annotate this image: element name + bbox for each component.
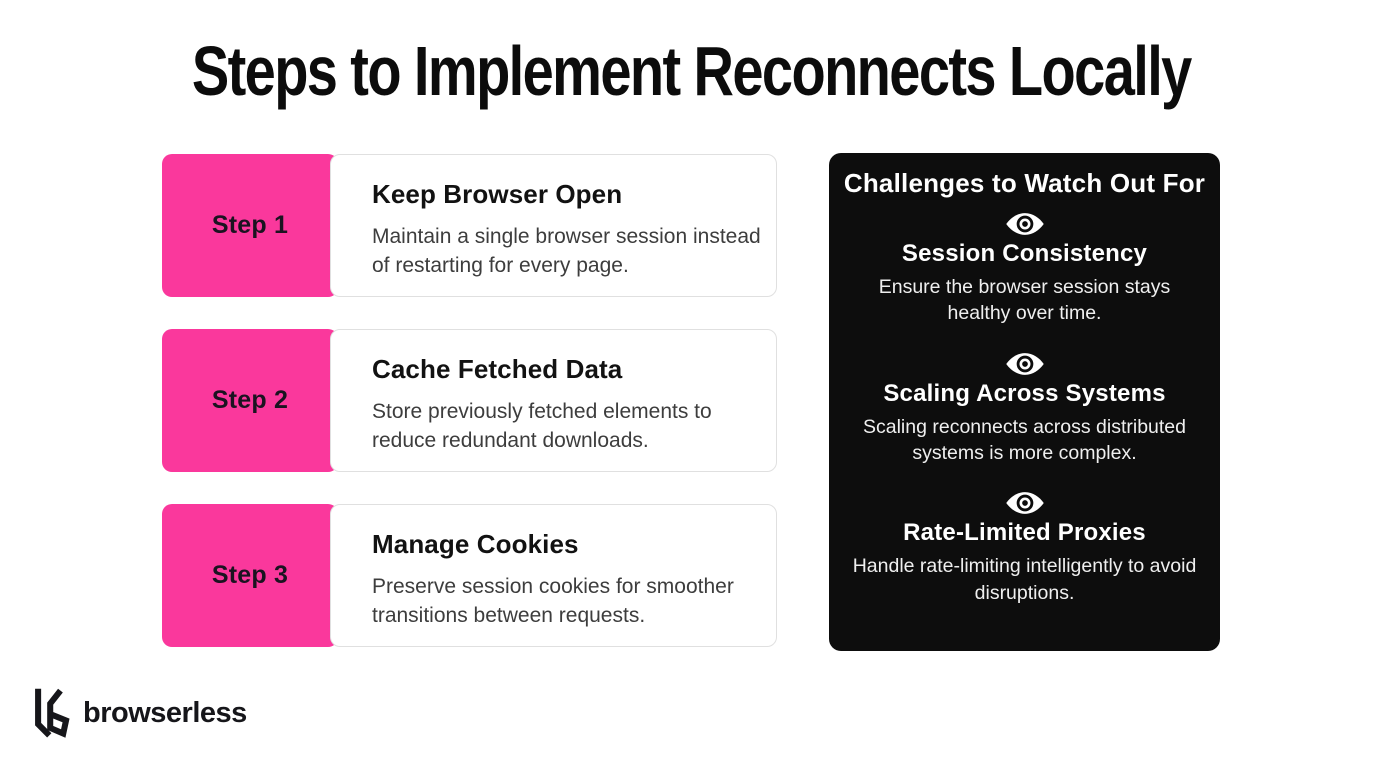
- challenge-title: Rate-Limited Proxies: [903, 519, 1146, 547]
- step-title: Manage Cookies: [372, 529, 579, 559]
- step-label: Step 1: [211, 211, 289, 239]
- step-description: Preserve session cookies for smoother tr…: [372, 575, 734, 627]
- challenge-description: Scaling reconnects across distributed sy…: [863, 415, 1186, 464]
- page-title: Steps to Implement Reconnects Locally: [0, 34, 1383, 108]
- challenge-item: Rate-Limited Proxies Handle rate-limitin…: [843, 490, 1206, 606]
- step-description: Store previously fetched elements to red…: [372, 400, 712, 452]
- challenges-heading: Challenges to Watch Out For: [843, 168, 1206, 198]
- challenge-title: Scaling Across Systems: [883, 379, 1166, 407]
- step-badge: Step 2: [162, 329, 338, 472]
- step-description: Maintain a single browser session instea…: [372, 225, 761, 277]
- step-label: Step 2: [211, 386, 289, 414]
- eye-icon: [1005, 492, 1044, 515]
- challenge-item: Scaling Across Systems Scaling reconnect…: [843, 351, 1206, 467]
- browserless-b-icon: [35, 688, 70, 738]
- step-label: Step 3: [211, 561, 289, 589]
- step-badge: Step 3: [162, 504, 338, 647]
- step-row: Step 2 Cache Fetched Data Store previous…: [162, 329, 777, 472]
- eye-icon: [1005, 352, 1044, 375]
- step-badge: Step 1: [162, 154, 338, 297]
- steps-column: Step 1 Keep Browser Open Maintain a sing…: [162, 154, 777, 679]
- eye-icon: [1005, 213, 1044, 235]
- step-card: Manage Cookies Preserve session cookies …: [330, 504, 777, 647]
- challenge-description: Handle rate-limiting intelligently to av…: [852, 555, 1197, 604]
- page-title-text: Steps to Implement Reconnects Locally: [192, 32, 1192, 110]
- challenge-title: Session Consistency: [901, 240, 1148, 267]
- browserless-wordmark: browserless: [83, 696, 247, 729]
- challenge-item: Session Consistency Ensure the browser s…: [843, 211, 1206, 327]
- challenges-panel: Challenges to Watch Out For Session Cons…: [829, 153, 1220, 651]
- step-card: Keep Browser Open Maintain a single brow…: [330, 154, 777, 297]
- step-title: Cache Fetched Data: [372, 354, 623, 384]
- brand-footer: browserless: [32, 686, 247, 740]
- step-title: Keep Browser Open: [372, 179, 623, 209]
- step-card: Cache Fetched Data Store previously fetc…: [330, 329, 777, 472]
- step-row: Step 1 Keep Browser Open Maintain a sing…: [162, 154, 777, 297]
- step-row: Step 3 Manage Cookies Preserve session c…: [162, 504, 777, 647]
- challenge-description: Ensure the browser session stays healthy…: [878, 276, 1171, 325]
